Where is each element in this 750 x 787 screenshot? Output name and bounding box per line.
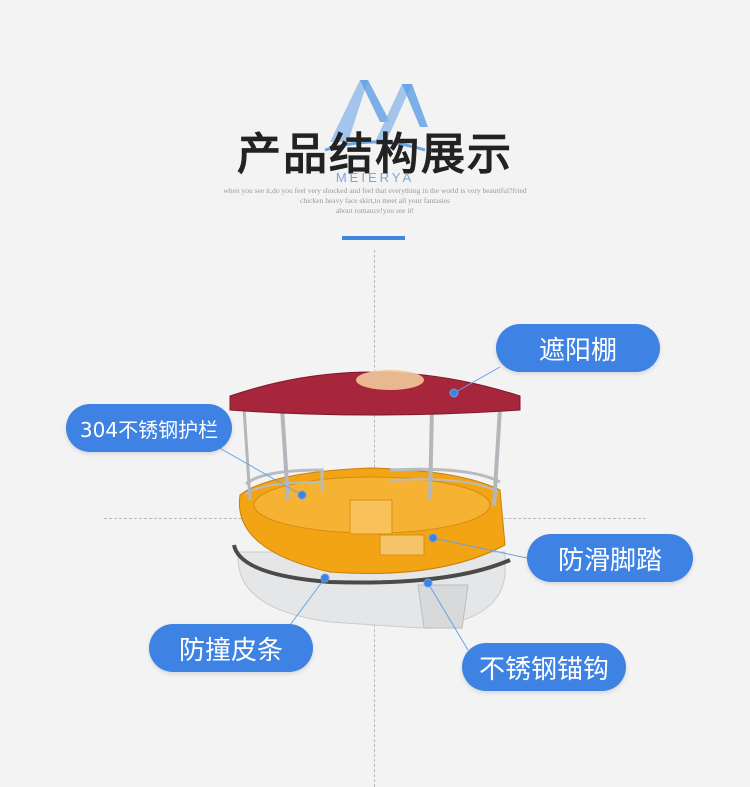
meierya-logo-icon — [324, 80, 428, 152]
tagline-line: chicken heavy face skirt,to meet all you… — [300, 196, 450, 205]
callout-bumper: 防撞皮条 — [149, 624, 313, 672]
callout-sunshade: 遮阳棚 — [496, 324, 660, 372]
tagline-line: about romance!you see it! — [335, 206, 415, 215]
tagline-line: when you see it,do you feel very shocked… — [223, 186, 527, 195]
page-title: 产品结构展示 — [237, 129, 513, 180]
callout-anchor: 不锈钢锚钩 — [462, 643, 626, 691]
brand-name: MEIERYA — [335, 170, 415, 185]
callout-pedal: 防滑脚踏 — [527, 534, 693, 582]
tagline: when you see it,do you feel very shocked… — [200, 186, 550, 216]
callout-railing: 304不锈钢护栏 — [66, 404, 232, 452]
title-underline — [342, 236, 405, 240]
